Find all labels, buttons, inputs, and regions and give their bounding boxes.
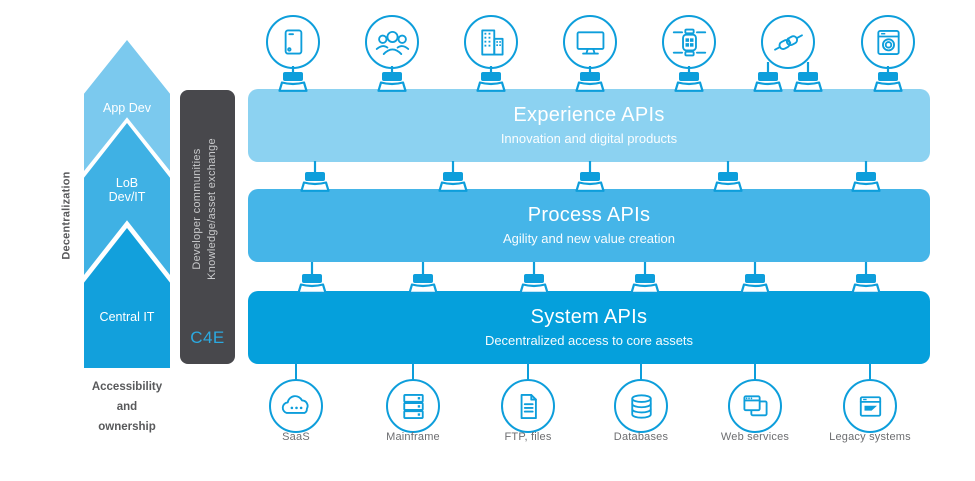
connector-plug-icon — [375, 66, 409, 92]
tablet-icon — [284, 29, 302, 55]
source-label: Legacy systems — [829, 431, 911, 443]
layer-system-apis: System APIs Decentralized access to core… — [248, 291, 930, 364]
source-icon-file — [501, 379, 555, 433]
channel-icon-appliance — [861, 15, 915, 69]
source-icon-database — [614, 379, 668, 433]
channel-icon-community — [365, 15, 419, 69]
layer-process-title: Process APIs — [527, 204, 651, 226]
connector-line — [412, 362, 415, 380]
decentralization-axis-label: Decentralization — [60, 171, 73, 260]
channel-icon-tablet — [266, 15, 320, 69]
connector-line — [295, 362, 298, 380]
connector-plug-icon — [628, 262, 662, 294]
source-icon-legacy-app — [843, 379, 897, 433]
monitor-icon — [576, 30, 604, 55]
connector-plug-icon — [573, 66, 607, 92]
chevron-app-dev-label: App Dev — [103, 101, 151, 115]
appliance-icon — [876, 29, 900, 55]
source-icon-server — [386, 379, 440, 433]
connector-plug-icon — [871, 66, 905, 92]
connector-plug-icon — [849, 161, 883, 192]
handshake-icon — [773, 33, 803, 51]
connector-plug-icon — [474, 66, 508, 92]
source-label: FTP, files — [504, 431, 552, 443]
connector-plug-icon — [711, 161, 745, 192]
database-icon — [630, 393, 652, 419]
legacy-app-icon — [859, 395, 881, 417]
layer-process-subtitle: Agility and new value creation — [503, 231, 675, 246]
file-icon — [520, 393, 537, 419]
c4e-badge: C4E — [190, 328, 225, 347]
connector-plug-icon — [791, 62, 825, 92]
channel-icon-smartwatch — [662, 15, 716, 69]
buildings-icon — [480, 29, 504, 55]
connector-line — [640, 362, 643, 380]
connector-line — [869, 362, 872, 380]
channel-icon-monitor — [563, 15, 617, 69]
connector-plug-icon — [738, 262, 772, 294]
accessibility-ownership-label: Accessibility and ownership — [91, 381, 163, 433]
layer-experience-subtitle: Innovation and digital products — [500, 131, 678, 146]
community-icon — [375, 30, 409, 55]
cloud-icon — [281, 394, 308, 414]
connector-plug-icon — [295, 262, 329, 294]
channel-icon-handshake — [761, 15, 815, 69]
server-icon — [402, 393, 424, 419]
channel-icon-buildings — [464, 15, 518, 69]
connector-plug-icon — [298, 161, 332, 192]
browser-windows-icon — [742, 394, 768, 416]
connector-line — [754, 362, 757, 380]
connector-plug-icon — [573, 161, 607, 192]
source-icon-cloud — [269, 379, 323, 433]
c4e-pillar-label: Developer communities Knowledge/asset ex… — [191, 138, 218, 280]
layer-system-title: System APIs — [530, 306, 648, 328]
connector-plug-icon — [406, 262, 440, 294]
smartwatch-icon — [672, 28, 706, 56]
connector-line — [527, 362, 530, 380]
source-label: SaaS — [282, 431, 310, 443]
connector-plug-icon — [517, 262, 551, 294]
chevron-central-it-label: Central IT — [99, 310, 155, 324]
connector-plug-icon — [276, 66, 310, 92]
layer-system-subtitle: Decentralized access to core assets — [484, 333, 694, 348]
c4e-pillar — [180, 90, 235, 364]
layer-process-apis: Process APIs Agility and new value creat… — [248, 189, 930, 262]
connector-plug-icon — [436, 161, 470, 192]
connector-plug-icon — [751, 62, 785, 92]
layer-experience-apis: Experience APIs Innovation and digital p… — [248, 89, 930, 162]
chevron-lob-dev-it-label: LoB Dev/IT — [108, 176, 146, 204]
connector-plug-icon — [672, 66, 706, 92]
connector-plug-icon — [849, 262, 883, 294]
source-label: Mainframe — [386, 431, 440, 443]
source-label: Web services — [720, 431, 790, 443]
source-label: Databases — [613, 431, 669, 443]
source-icon-browser-windows — [728, 379, 782, 433]
layer-experience-title: Experience APIs — [513, 104, 665, 126]
